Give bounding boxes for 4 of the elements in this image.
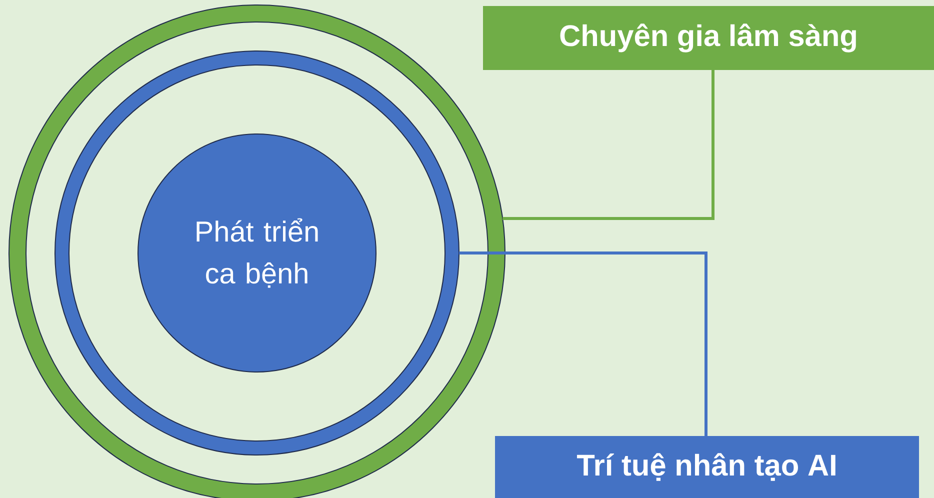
label-box: Trí tuệ nhân tạo AI [495, 436, 919, 498]
label-box: Chuyên gia lâm sàng [483, 6, 934, 70]
leader-line [502, 70, 714, 220]
leader-line [459, 252, 708, 436]
